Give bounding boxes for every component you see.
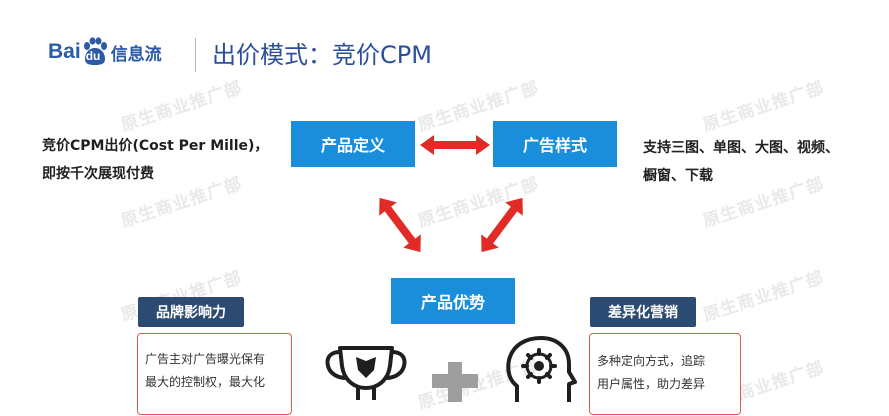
left-diagonal-double-arrow (379, 197, 421, 253)
right-description-line2: 橱窗、下载 (643, 168, 713, 184)
logo-text-feed: 信息流 (110, 44, 162, 65)
brand-influence-tag: 品牌影响力 (138, 297, 244, 327)
connector-arrows (379, 135, 523, 253)
logo-text-du: du (85, 49, 101, 63)
marketing-text-line2: 用户属性，助力差异 (597, 377, 706, 391)
differentiated-marketing-text: 多种定向方式，追踪 用户属性，助力差异 (597, 350, 705, 396)
right-description-line1: 支持三图、单图、大图、视频、 (643, 140, 839, 156)
brand-influence-label: 品牌影响力 (156, 305, 226, 321)
differentiated-marketing-label: 差异化营销 (608, 305, 678, 321)
right-description: 支持三图、单图、大图、视频、 橱窗、下载 (643, 134, 839, 190)
brand-text-line1: 广告主对广告曝光保有 (145, 352, 266, 366)
trophy-icon (325, 346, 407, 400)
marketing-text-line1: 多种定向方式，追踪 (597, 354, 706, 368)
page-title: 出价模式：竞价CPM (212, 41, 432, 69)
brand-text-line2: 最大的控制权，最大化 (145, 375, 266, 389)
product-definition-label: 产品定义 (320, 136, 385, 155)
paw-icon: du (82, 37, 108, 67)
left-description-line1: 竞价CPM出价(Cost Per Mille)， (42, 138, 269, 154)
head-gear-icon (506, 336, 577, 402)
left-description: 竞价CPM出价(Cost Per Mille)， 即按千次展现付费 (42, 132, 268, 188)
logo-text-bai: Bai (48, 40, 81, 63)
baidu-feed-logo: Bai du 信息流 (48, 32, 162, 72)
product-definition-box: 产品定义 (291, 121, 415, 167)
product-advantage-box: 产品优势 (391, 278, 515, 324)
product-advantage-label: 产品优势 (420, 293, 485, 312)
right-diagonal-double-arrow (481, 197, 523, 253)
ad-style-box: 广告样式 (493, 121, 617, 167)
brand-influence-text: 广告主对广告曝光保有 最大的控制权，最大化 (145, 348, 265, 394)
plus-icon (432, 362, 478, 402)
left-description-line2: 即按千次展现付费 (42, 166, 154, 182)
horizontal-double-arrow (420, 135, 490, 155)
differentiated-marketing-tag: 差异化营销 (590, 297, 696, 327)
ad-style-label: 广告样式 (522, 136, 587, 155)
header-divider (195, 38, 196, 72)
